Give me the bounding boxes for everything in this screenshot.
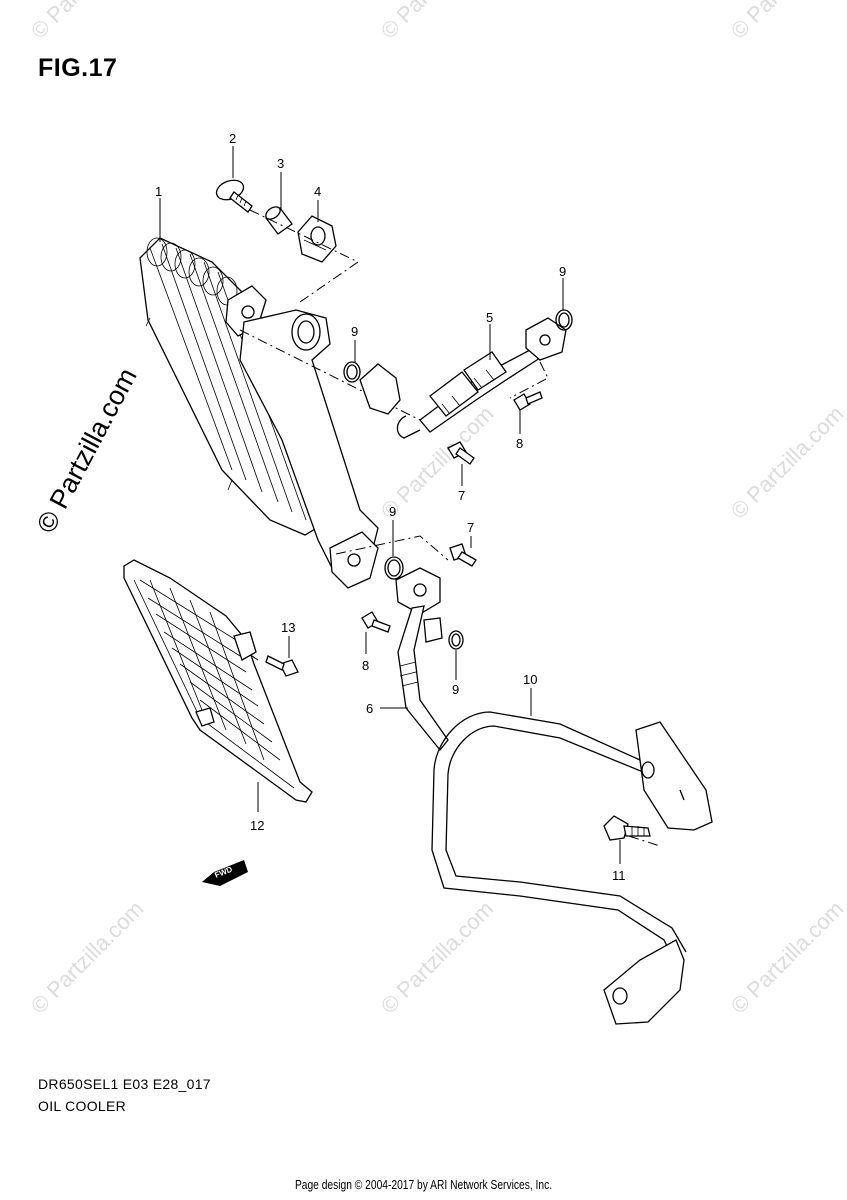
callout-2: 2: [229, 131, 236, 146]
watermark-text: © Partzilla.com: [376, 0, 499, 44]
bolt-c: [513, 391, 543, 411]
callout-5: 5: [486, 310, 493, 325]
callout-11: 11: [612, 868, 626, 883]
cushion: [297, 215, 337, 263]
model-code: DR650SEL1 E03 E28_017: [38, 1076, 211, 1092]
bolt-b: [449, 543, 477, 567]
watermark-main: © Partzilla.com: [31, 363, 143, 538]
callout-8-a: 8: [516, 436, 523, 451]
callout-9-d: 9: [452, 682, 459, 697]
watermark-text: © Partzilla.com: [726, 896, 847, 1019]
callout-9-b: 9: [351, 324, 358, 339]
watermark-text: © Partzilla.com: [26, 896, 149, 1019]
bolt-f: [265, 655, 299, 677]
callout-labels: 1 2 3 4 5 9 9 8 7 9 7 13 8 9 10 6 12 11: [155, 131, 626, 883]
footer-copyright: Page design © 2004-2017 by ARI Network S…: [294, 1178, 553, 1192]
cooler-guard: [123, 559, 313, 803]
callout-9-a: 9: [559, 264, 566, 279]
callout-4: 4: [314, 184, 321, 199]
watermark-text: © Partzilla.com: [376, 896, 499, 1019]
oil-hose-upper: [359, 317, 567, 439]
callout-8-b: 8: [362, 658, 369, 673]
callout-6: 6: [366, 701, 373, 716]
o-rings: [343, 309, 573, 650]
watermark-text: © Partzilla.com: [726, 401, 847, 524]
callout-3: 3: [277, 156, 284, 171]
callout-12: 12: [250, 818, 264, 833]
callout-9-c: 9: [389, 504, 396, 519]
callout-1: 1: [155, 184, 162, 199]
watermark-text: © Partzilla.com: [726, 0, 847, 44]
fwd-arrow-icon: FWD: [202, 860, 248, 886]
bolt-washer: [215, 179, 253, 213]
bolt-a: [447, 441, 475, 465]
assembly-name: OIL COOLER: [38, 1098, 127, 1114]
callout-7-a: 7: [458, 488, 465, 503]
watermark-text: © Partzilla.com: [26, 0, 149, 44]
collar: [265, 206, 293, 235]
bolt-d: [361, 611, 391, 633]
oil-cooler-core: [139, 237, 379, 589]
oil-hose-lower: [395, 567, 449, 752]
bolt-e: [603, 815, 651, 841]
guard-bracket: [431, 711, 713, 1025]
figure-title: FIG.17: [38, 54, 118, 82]
callout-7-b: 7: [467, 520, 474, 535]
leader-lines: [159, 146, 621, 864]
callout-13: 13: [281, 620, 295, 635]
callout-10: 10: [523, 672, 537, 687]
